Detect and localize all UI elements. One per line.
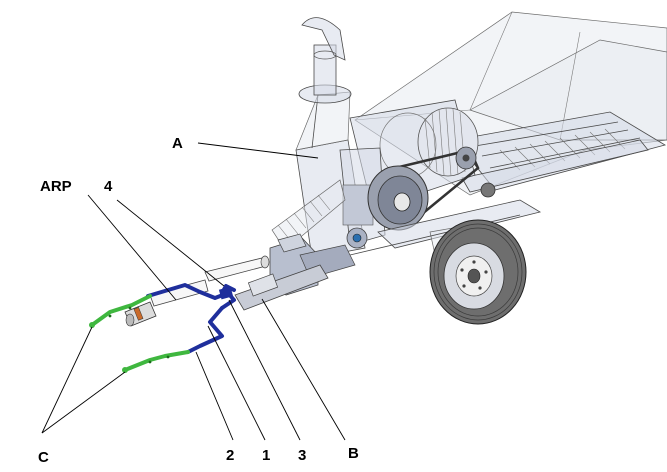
label-a: A [172,135,183,152]
drawbar [234,264,329,311]
drive-components [271,147,386,251]
green-lift-arms [89,294,190,373]
label-arp: ARP [40,178,72,195]
wood-chipper-machine [89,11,667,373]
label-4: 4 [104,178,113,195]
callout-labels: A ARP 4 C 2 1 3 B [38,135,359,466]
pto-shaft [149,255,270,307]
arp-component [124,301,157,327]
flywheel-pulley [367,146,496,231]
label-1: 1 [262,447,270,464]
wheel [429,219,527,325]
label-b: B [348,445,359,462]
label-3: 3 [298,447,306,464]
blue-hitch-arms [146,283,236,354]
leader-lines [41,142,346,441]
label-c: C [38,449,49,466]
feed-conveyor [454,111,667,193]
label-2: 2 [226,447,234,464]
